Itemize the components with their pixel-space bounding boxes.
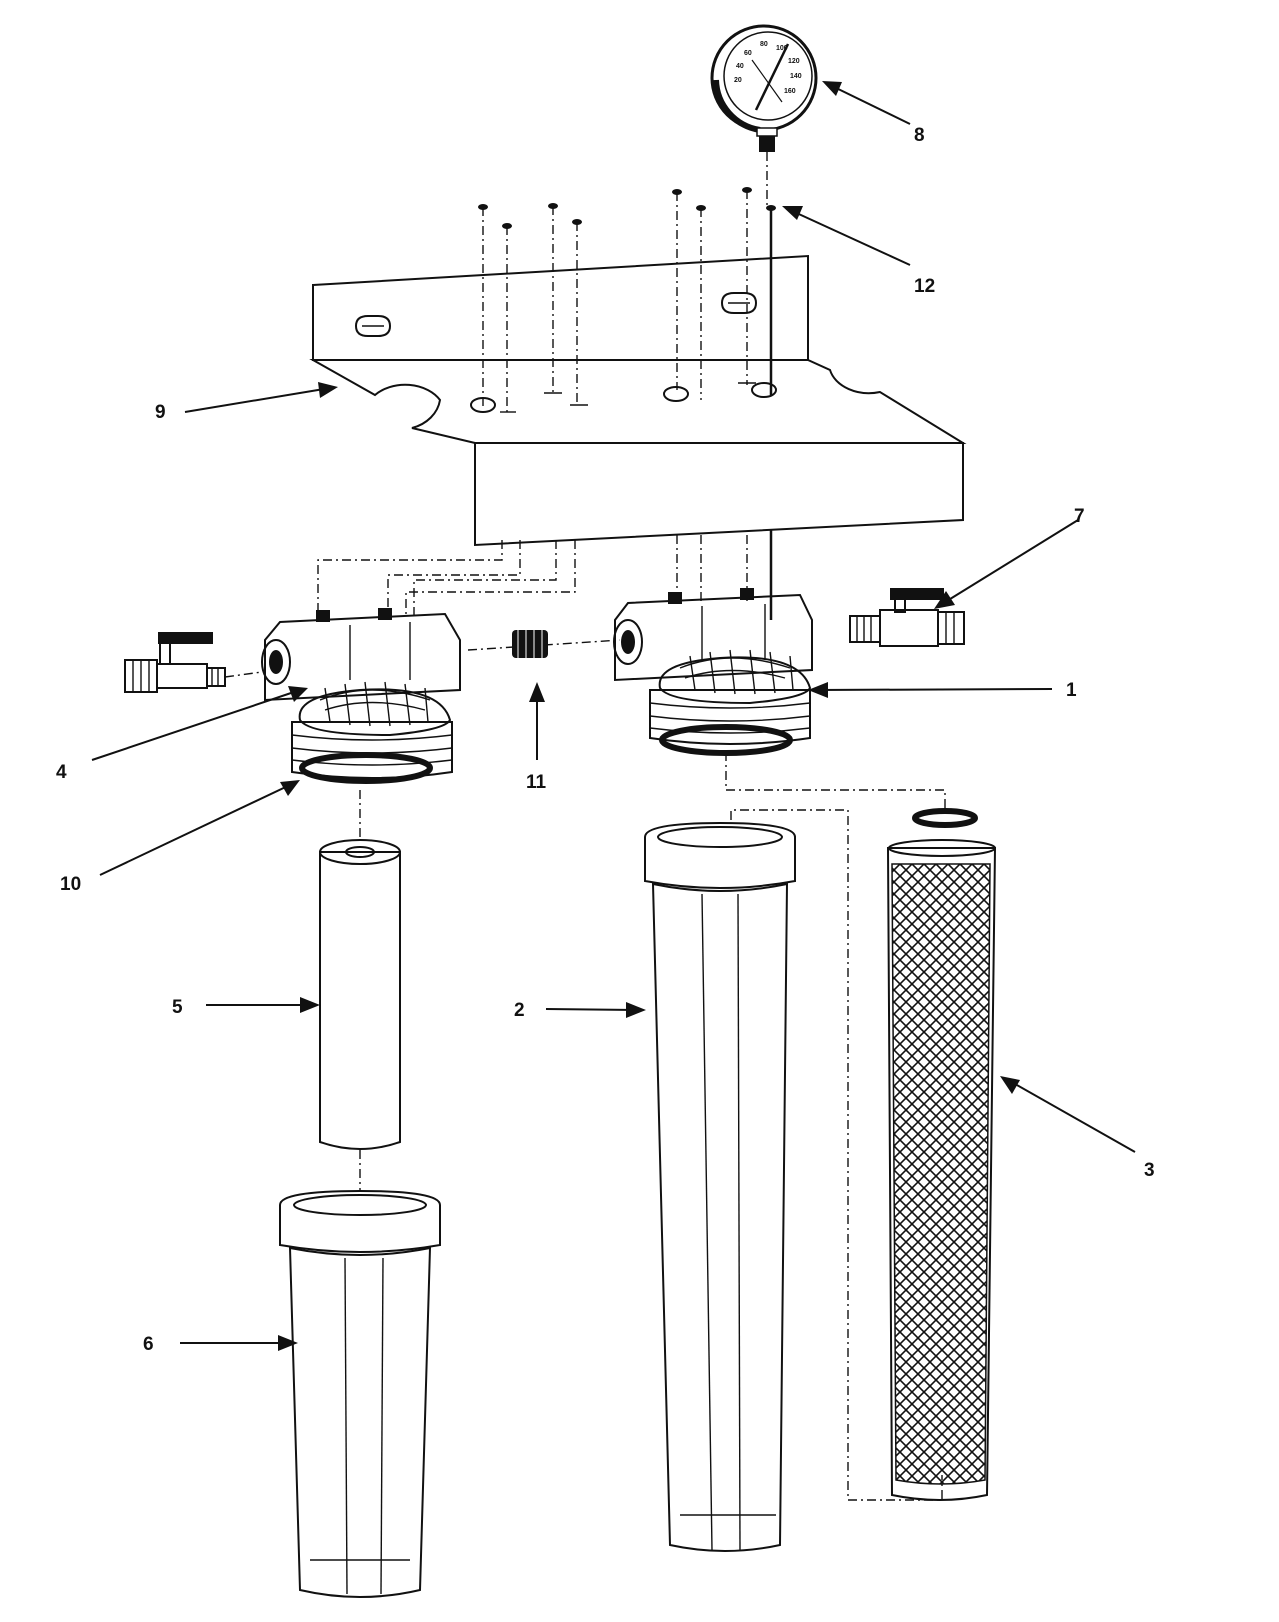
gauge-tick-20: 20 [734, 77, 742, 84]
inlet-valve [124, 632, 263, 693]
callout-3: 3 [1144, 1160, 1155, 1181]
callout-1: 1 [1066, 680, 1077, 701]
callout-4: 4 [56, 762, 67, 783]
large-housing [644, 821, 796, 1552]
gauge-tick-120: 120 [788, 58, 800, 65]
outlet-valve [849, 588, 965, 647]
callout-6: 6 [143, 1334, 154, 1355]
o-ring-right [659, 724, 793, 756]
right-filter-head [613, 588, 813, 745]
callout-2: 2 [514, 1000, 525, 1021]
o-ring-left [299, 752, 433, 784]
mounting-screws [478, 187, 776, 412]
nipple-connector [512, 630, 548, 658]
small-housing [279, 1189, 441, 1598]
gauge-tick-40: 40 [736, 63, 744, 70]
gauge-tick-100: 100 [776, 45, 788, 52]
callout-8: 8 [914, 125, 925, 146]
pressure-gauge: 20 40 60 80 100 120 140 160 [710, 24, 818, 205]
mounting-bracket [309, 254, 967, 547]
gauge-tick-80: 80 [760, 41, 768, 48]
callout-labels: 1 2 3 4 5 6 7 8 9 10 11 12 [56, 125, 1155, 1355]
gauge-tick-140: 140 [790, 73, 802, 80]
assembly-guide-lines [317, 530, 946, 1501]
callout-9: 9 [155, 402, 166, 423]
cartridge-gasket [912, 808, 978, 828]
callout-10: 10 [60, 874, 81, 895]
leader-arrows [91, 81, 1136, 1351]
gauge-tick-60: 60 [744, 50, 752, 57]
callout-12: 12 [914, 276, 935, 297]
callout-11: 11 [526, 772, 547, 793]
sediment-cartridge [319, 839, 401, 1150]
carbon-cartridge [886, 839, 997, 1501]
callout-7: 7 [1074, 506, 1085, 527]
gauge-tick-160: 160 [784, 88, 796, 95]
callout-5: 5 [172, 997, 183, 1018]
